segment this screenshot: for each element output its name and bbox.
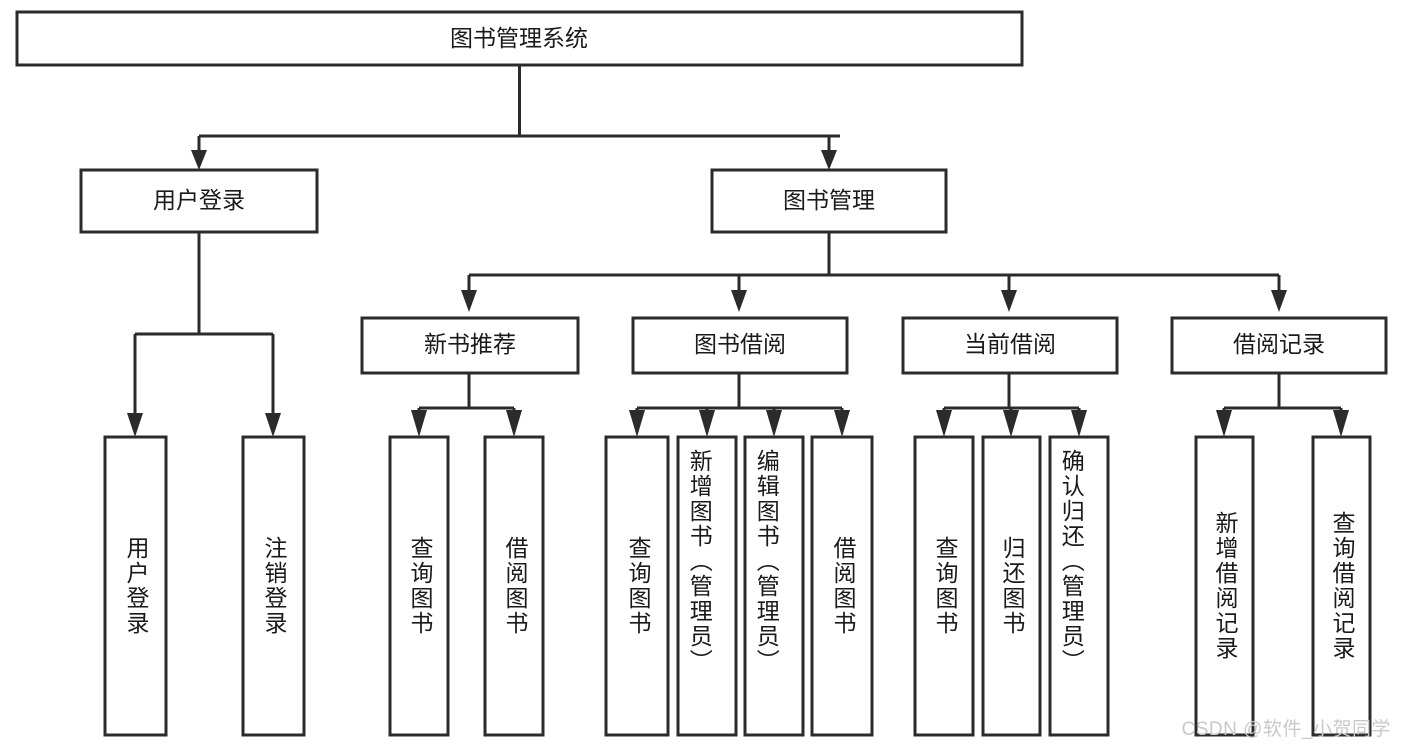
node-leaf-add-book[interactable]: 新增图书（管理员） bbox=[676, 435, 738, 737]
arrow-head-leaf-add-record bbox=[1216, 410, 1232, 437]
connector-group-book-borrow bbox=[629, 373, 850, 437]
node-leaf-add-record-label: 新增借阅记录 bbox=[1212, 511, 1239, 661]
node-leaf-query-book-1[interactable]: 查询图书 bbox=[388, 435, 450, 737]
node-leaf-edit-book[interactable]: 编辑图书（管理员） bbox=[743, 435, 805, 737]
node-current-borrow-box[interactable] bbox=[901, 316, 1119, 375]
arrow-head-leaf-add-book bbox=[699, 410, 715, 437]
arrow-head-leaf-return-book bbox=[1003, 410, 1019, 437]
arrow-head-leaf-confirm-return bbox=[1071, 410, 1087, 437]
arrow-head-borrow-record bbox=[1271, 290, 1287, 312]
node-leaf-query-record-box[interactable] bbox=[1311, 435, 1372, 737]
node-leaf-user-login-label: 用户登录 bbox=[123, 536, 150, 636]
connector-group-new-book-recommend bbox=[411, 373, 522, 437]
node-leaf-query-book-1-label: 查询图书 bbox=[407, 536, 434, 636]
node-leaf-confirm-return[interactable]: 确认归还（管理员） bbox=[1048, 435, 1110, 737]
node-leaf-query-book-2[interactable]: 查询图书 bbox=[604, 435, 670, 737]
arrow-head-leaf-query-book-1 bbox=[411, 410, 427, 437]
node-leaf-confirm-return-label: 确认归还（管理员） bbox=[1058, 449, 1085, 674]
node-leaf-borrow-book-2-box[interactable] bbox=[810, 435, 874, 737]
arrow-head-new-book-recommend bbox=[461, 290, 477, 312]
node-leaf-return-book-box[interactable] bbox=[981, 435, 1042, 737]
node-leaf-query-book-2-label: 查询图书 bbox=[625, 536, 652, 636]
node-leaf-borrow-book-1-box[interactable] bbox=[483, 435, 545, 737]
arrow-head-leaf-logout bbox=[265, 413, 281, 437]
node-leaf-edit-book-label: 编辑图书（管理员） bbox=[753, 449, 780, 674]
connector-group-current-borrow bbox=[936, 373, 1087, 437]
node-book-manage-label: 图书管理 bbox=[783, 187, 875, 213]
node-leaf-query-book-3-box[interactable] bbox=[913, 435, 975, 737]
node-leaf-add-book-box[interactable] bbox=[676, 435, 738, 737]
node-leaf-add-record[interactable]: 新增借阅记录 bbox=[1194, 435, 1255, 737]
node-user-login[interactable]: 用户登录 bbox=[79, 168, 319, 234]
node-new-book-recommend-box[interactable] bbox=[360, 316, 580, 375]
node-leaf-logout-label: 注销登录 bbox=[261, 536, 288, 636]
node-leaf-query-record-label: 查询借阅记录 bbox=[1329, 511, 1356, 661]
node-leaf-borrow-book-2-label: 借阅图书 bbox=[830, 536, 857, 636]
connector-group-borrow-record bbox=[1216, 373, 1349, 437]
node-user-login-box[interactable] bbox=[79, 168, 319, 234]
node-leaf-logout-box[interactable] bbox=[241, 435, 306, 737]
node-leaf-user-login-box[interactable] bbox=[103, 435, 168, 737]
node-book-borrow-label: 图书借阅 bbox=[694, 331, 786, 357]
node-book-borrow[interactable]: 图书借阅 bbox=[631, 316, 849, 375]
arrow-head-user-login bbox=[191, 150, 207, 170]
arrow-head-leaf-borrow-book-1 bbox=[506, 410, 522, 437]
node-root[interactable]: 图书管理系统 bbox=[15, 10, 1024, 67]
arrow-head-leaf-query-book-2 bbox=[629, 410, 645, 437]
node-leaf-add-record-box[interactable] bbox=[1194, 435, 1255, 737]
node-leaf-query-book-2-box[interactable] bbox=[604, 435, 670, 737]
node-borrow-record[interactable]: 借阅记录 bbox=[1170, 316, 1388, 375]
node-root-label: 图书管理系统 bbox=[450, 25, 588, 51]
node-leaf-query-book-3-label: 查询图书 bbox=[932, 536, 959, 636]
node-root-box[interactable] bbox=[15, 10, 1024, 67]
arrow-head-leaf-user-login bbox=[127, 413, 143, 437]
node-leaf-borrow-book-1[interactable]: 借阅图书 bbox=[483, 435, 545, 737]
node-borrow-record-box[interactable] bbox=[1170, 316, 1388, 375]
node-book-manage-box[interactable] bbox=[710, 168, 948, 234]
node-leaf-confirm-return-box[interactable] bbox=[1048, 435, 1110, 737]
node-current-borrow[interactable]: 当前借阅 bbox=[901, 316, 1119, 375]
node-new-book-recommend-label: 新书推荐 bbox=[424, 331, 516, 357]
arrow-head-leaf-edit-book bbox=[766, 410, 782, 437]
node-current-borrow-label: 当前借阅 bbox=[964, 331, 1056, 357]
connector-group-root bbox=[191, 65, 840, 170]
node-leaf-query-record[interactable]: 查询借阅记录 bbox=[1311, 435, 1372, 737]
arrow-head-book-borrow bbox=[731, 290, 747, 312]
node-leaf-borrow-book-2[interactable]: 借阅图书 bbox=[810, 435, 874, 737]
arrow-head-leaf-query-record bbox=[1333, 410, 1349, 437]
node-book-manage[interactable]: 图书管理 bbox=[710, 168, 948, 234]
node-leaf-add-book-label: 新增图书（管理员） bbox=[686, 449, 713, 674]
node-leaf-query-book-1-box[interactable] bbox=[388, 435, 450, 737]
node-user-login-label: 用户登录 bbox=[153, 187, 245, 213]
node-leaf-query-book-3[interactable]: 查询图书 bbox=[913, 435, 975, 737]
connector-group-book-manage bbox=[461, 232, 1287, 312]
arrow-head-book-manage bbox=[821, 150, 837, 170]
node-leaf-return-book[interactable]: 归还图书 bbox=[981, 435, 1042, 737]
connector-group-user-login bbox=[127, 232, 281, 437]
arrow-head-current-borrow bbox=[1001, 290, 1017, 312]
node-leaf-borrow-book-1-label: 借阅图书 bbox=[502, 536, 529, 636]
node-new-book-recommend[interactable]: 新书推荐 bbox=[360, 316, 580, 375]
node-leaf-return-book-label: 归还图书 bbox=[999, 536, 1026, 636]
node-leaf-user-login[interactable]: 用户登录 bbox=[103, 435, 168, 737]
arrow-head-leaf-borrow-book-2 bbox=[834, 410, 850, 437]
node-borrow-record-label: 借阅记录 bbox=[1233, 331, 1325, 357]
arrow-head-leaf-query-book-3 bbox=[936, 410, 952, 437]
node-leaf-edit-book-box[interactable] bbox=[743, 435, 805, 737]
node-book-borrow-box[interactable] bbox=[631, 316, 849, 375]
node-leaf-logout[interactable]: 注销登录 bbox=[241, 435, 306, 737]
